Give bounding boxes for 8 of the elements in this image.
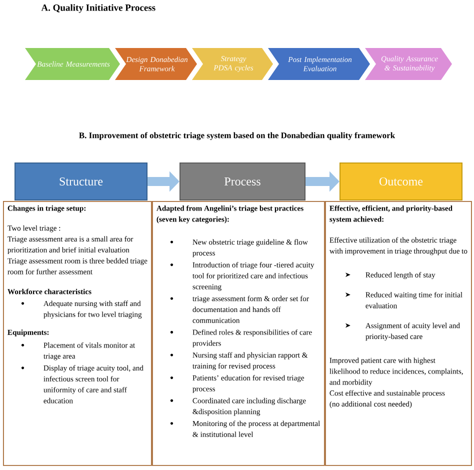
content-panel: [152, 201, 325, 466]
section-title: A. Quality Initiative Process: [41, 4, 156, 13]
header-box: Process: [180, 162, 306, 200]
content-panel: [3, 201, 152, 466]
content-panel: [325, 201, 472, 466]
section-title: B. Improvement of obstetric triage system based on the Donabedian quality framework: [79, 132, 396, 140]
header-box: Structure: [14, 162, 148, 200]
header-box: Outcome: [340, 162, 462, 200]
